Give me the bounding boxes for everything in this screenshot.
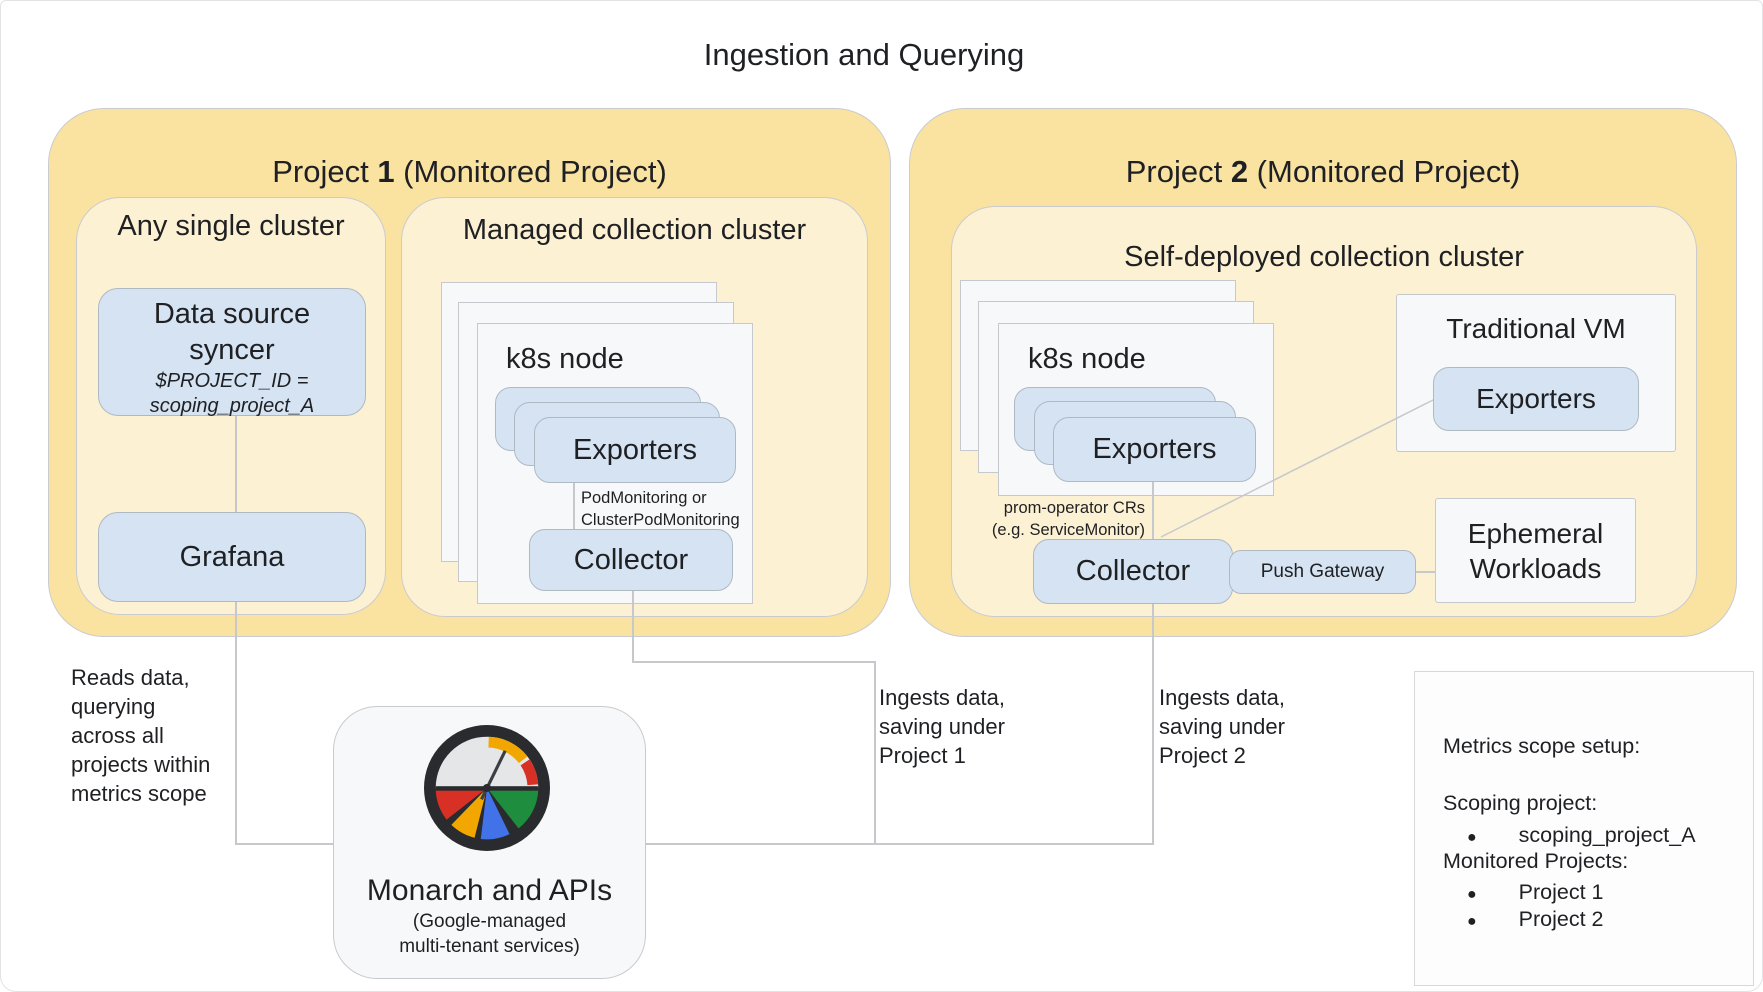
traditional-vm-title: Traditional VM: [1446, 313, 1626, 344]
push-gateway-box: Push Gateway: [1229, 550, 1416, 594]
metrics-scope-heading: Metrics scope setup:: [1443, 734, 1641, 758]
scoping-project-value: scoping_project_A: [1518, 823, 1696, 847]
grafana-box: Grafana: [98, 512, 366, 602]
monarch-title: Monarch and APIs: [366, 874, 613, 907]
prom-operator-note: prom-operator CRs (e.g. ServiceMonitor): [991, 499, 1145, 539]
diagram-title: Ingestion and Querying: [703, 37, 1025, 72]
collector1-label: Collector: [573, 543, 689, 576]
monitored-project-item-2: ● Project 2: [1467, 906, 1604, 935]
connector-vm-exporters-collector2: [1160, 399, 1434, 538]
vm-exporters-box: Exporters: [1433, 367, 1639, 431]
connector-grafana-to-monarch: [235, 414, 237, 844]
exporters1-box: Exporters: [534, 417, 736, 483]
monarch-gauge-icon: [424, 725, 550, 851]
managed-cluster-title: Managed collection cluster: [462, 214, 807, 246]
connector-collector2-to-bus: [1152, 604, 1154, 844]
exporters2-box: Exporters: [1053, 417, 1256, 482]
project1-label: Project 1 (Monitored Project): [48, 153, 891, 191]
monitored-project-value-1: Project 1: [1518, 880, 1604, 904]
bullet-icon: ●: [1467, 829, 1477, 846]
any-single-cluster-title: Any single cluster: [117, 210, 345, 242]
data-source-syncer-box: [98, 288, 366, 416]
project2-label-suffix: (Monitored Project): [1248, 154, 1521, 189]
project1-label-number: 1: [377, 154, 395, 189]
pod-monitoring-note: PodMonitoring or ClusterPodMonitoring: [581, 489, 740, 529]
reads-data-annotation: Reads data, querying across all projects…: [71, 665, 211, 806]
connector-collector1-down: [632, 591, 634, 662]
scoping-project-item: ● scoping_project_A: [1467, 822, 1696, 851]
bullet-icon: ●: [1467, 913, 1477, 930]
ephemeral-workloads-box: Ephemeral Workloads: [1435, 498, 1636, 603]
metrics-scope-box: Metrics scope setup: Scoping project: ● …: [1414, 671, 1754, 986]
project2-label-number: 2: [1230, 154, 1249, 189]
connector-collector1-to-bus: [874, 661, 876, 844]
collector2-box: Collector: [1033, 539, 1233, 604]
connector-exporters1-collector1: [573, 482, 575, 530]
connector-exporters2-collector2: [1152, 482, 1154, 540]
connector-collector1-right: [632, 661, 875, 663]
project2-label-prefix: Project: [1125, 154, 1231, 189]
scoping-project-label: Scoping project:: [1443, 791, 1598, 815]
self-deployed-cluster-title: Self-deployed collection cluster: [1124, 241, 1524, 273]
monarch-subtitle: (Google-managed multi-tenant services): [399, 911, 580, 957]
monitored-project-value-2: Project 2: [1518, 907, 1604, 931]
collector1-box: Collector: [529, 529, 733, 591]
k8s-node-label-1: k8s node: [506, 343, 624, 375]
k8s-node-label-2: k8s node: [1028, 343, 1146, 375]
monitored-project-item-1: ● Project 1: [1467, 879, 1604, 908]
connector-pushgateway-ephemeral: [1416, 571, 1436, 573]
grafana-label: Grafana: [179, 540, 285, 573]
exporters2-label: Exporters: [1092, 433, 1217, 465]
project1-label-suffix: (Monitored Project): [394, 154, 667, 189]
monitored-projects-label: Monitored Projects:: [1443, 849, 1629, 873]
data-source-syncer-note: $PROJECT_ID = scoping_project_A: [149, 370, 315, 417]
vm-exporters-label: Exporters: [1476, 383, 1596, 414]
project2-label: Project 2 (Monitored Project): [909, 153, 1737, 191]
ephemeral-workloads-label: Ephemeral Workloads: [1467, 517, 1604, 584]
connector-horizontal-bus: [235, 843, 1154, 845]
project1-label-prefix: Project: [272, 154, 378, 189]
collector2-label: Collector: [1075, 555, 1191, 587]
ingests-project1-annotation: Ingests data, saving under Project 1: [879, 685, 1005, 768]
exporters1-label: Exporters: [572, 433, 698, 466]
data-source-syncer-label: Data source syncer: [153, 298, 311, 366]
bullet-icon: ●: [1467, 886, 1477, 903]
ingests-project2-annotation: Ingests data, saving under Project 2: [1159, 685, 1285, 768]
push-gateway-label: Push Gateway: [1260, 561, 1385, 582]
